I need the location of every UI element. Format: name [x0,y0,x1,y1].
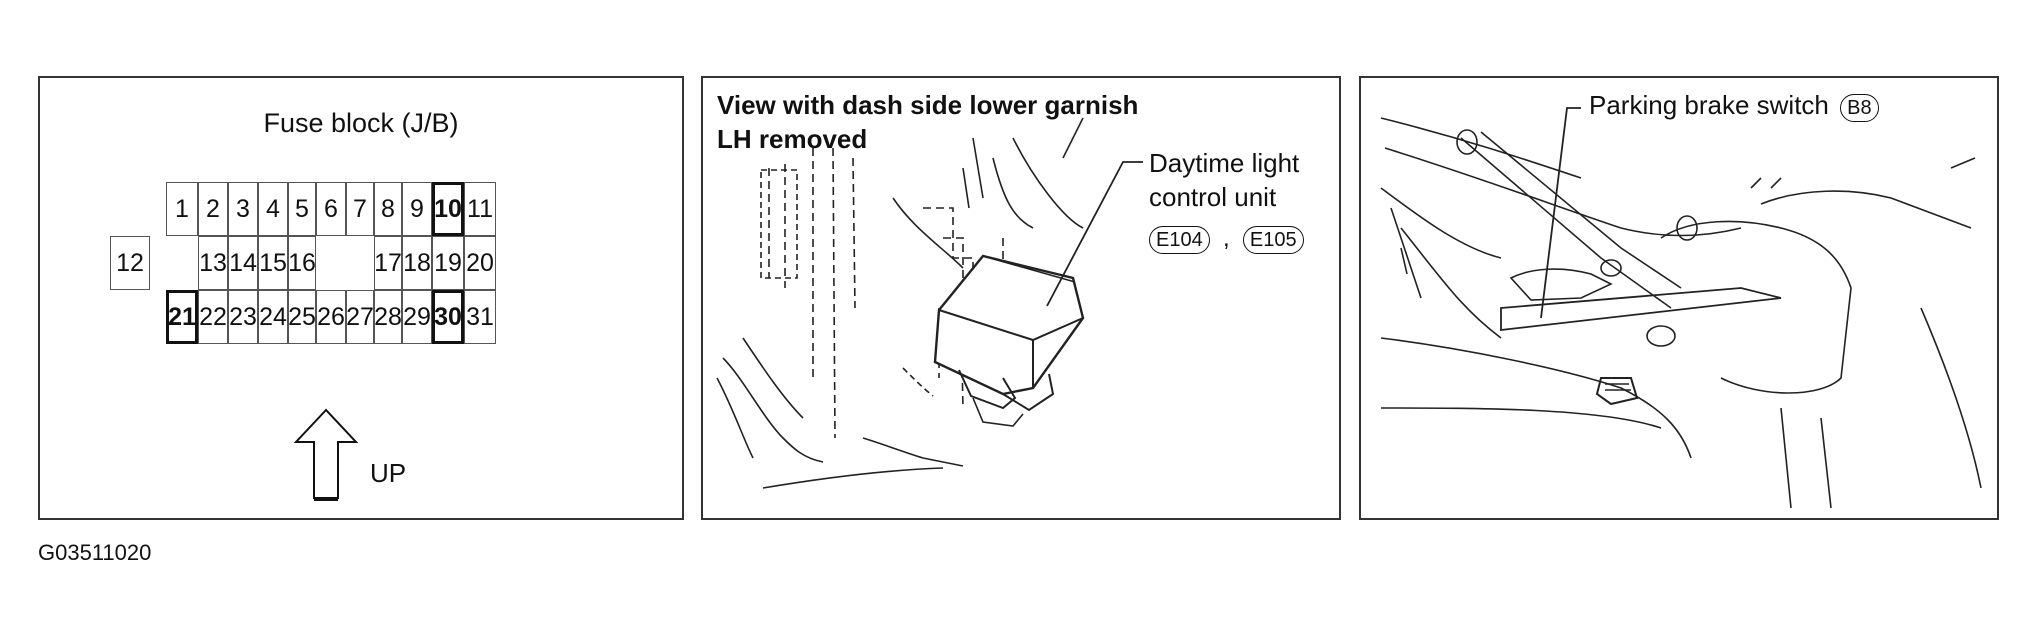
fuse-slot: 7 [346,182,374,236]
fuse-slot: 9 [402,182,432,236]
fuse-slot: 1 [166,182,198,236]
fuse-block-panel: Fuse block (J/B) 1 2 3 4 5 6 7 8 9 10 11… [38,76,684,520]
fuse-slot-highlighted: 30 [432,290,464,344]
fuse-slot: 3 [228,182,258,236]
fuse-slot-highlighted: 21 [166,290,198,344]
control-unit-location-panel: View with dash side lower garnish LH rem… [701,76,1341,520]
fuse-slot: 4 [258,182,288,236]
fuse-slot: 29 [402,290,432,344]
parking-brake-panel: Parking brake switch B8 [1359,76,1999,520]
fuse-slot: 24 [258,290,288,344]
fuse-slot: 12 [110,236,150,290]
fuse-slot: 23 [228,290,258,344]
fuse-slot: 14 [228,236,258,290]
fuse-slot: 6 [316,182,346,236]
fuse-slot: 19 [432,236,464,290]
dash-illustration [716,117,1143,489]
fuse-slot: 15 [258,236,288,290]
fuse-slot: 11 [464,182,496,236]
callout-line2: control unit [1149,182,1277,212]
callout-line1: Daytime light [1149,148,1300,178]
fuse-slot: 18 [402,236,432,290]
fuse-slot: 5 [288,182,316,236]
fuse-slot: 25 [288,290,316,344]
fuse-slot: 2 [198,182,228,236]
console-illustration [1380,107,1982,509]
connector-badge-b8: B8 [1840,94,1879,122]
view-title-line2: LH removed [717,124,868,154]
view-title: View with dash side lower garnish LH rem… [717,88,1138,156]
connector-row: E104 , E105 [1149,220,1304,256]
fuse-slot: 31 [464,290,496,344]
up-label: UP [370,458,407,488]
connector-badge-e105: E105 [1242,226,1304,254]
fuse-block-title: Fuse block (J/B) [263,108,459,138]
fuse-slot-highlighted: 10 [432,182,464,236]
up-arrow-icon [293,408,359,501]
daytime-light-callout: Daytime light control unit E104 , E105 [1149,146,1304,256]
fuse-slot: 27 [346,290,374,344]
connector-badge-e104: E104 [1149,226,1210,254]
parking-brake-label: Parking brake switch [1589,90,1829,120]
fuse-slot: 8 [374,182,402,236]
fuse-slot: 20 [464,236,496,290]
fuse-slot: 13 [198,236,228,290]
fuse-slot: 28 [374,290,402,344]
fuse-slot: 26 [316,290,346,344]
parking-brake-callout: Parking brake switch B8 [1589,88,1879,122]
fuse-slot: 16 [288,236,316,290]
view-title-line1: View with dash side lower garnish [717,90,1139,120]
fuse-slot: 17 [374,236,402,290]
fuse-slot: 22 [198,290,228,344]
connector-separator: , [1222,225,1230,252]
figure-id: G03511020 [38,540,152,565]
